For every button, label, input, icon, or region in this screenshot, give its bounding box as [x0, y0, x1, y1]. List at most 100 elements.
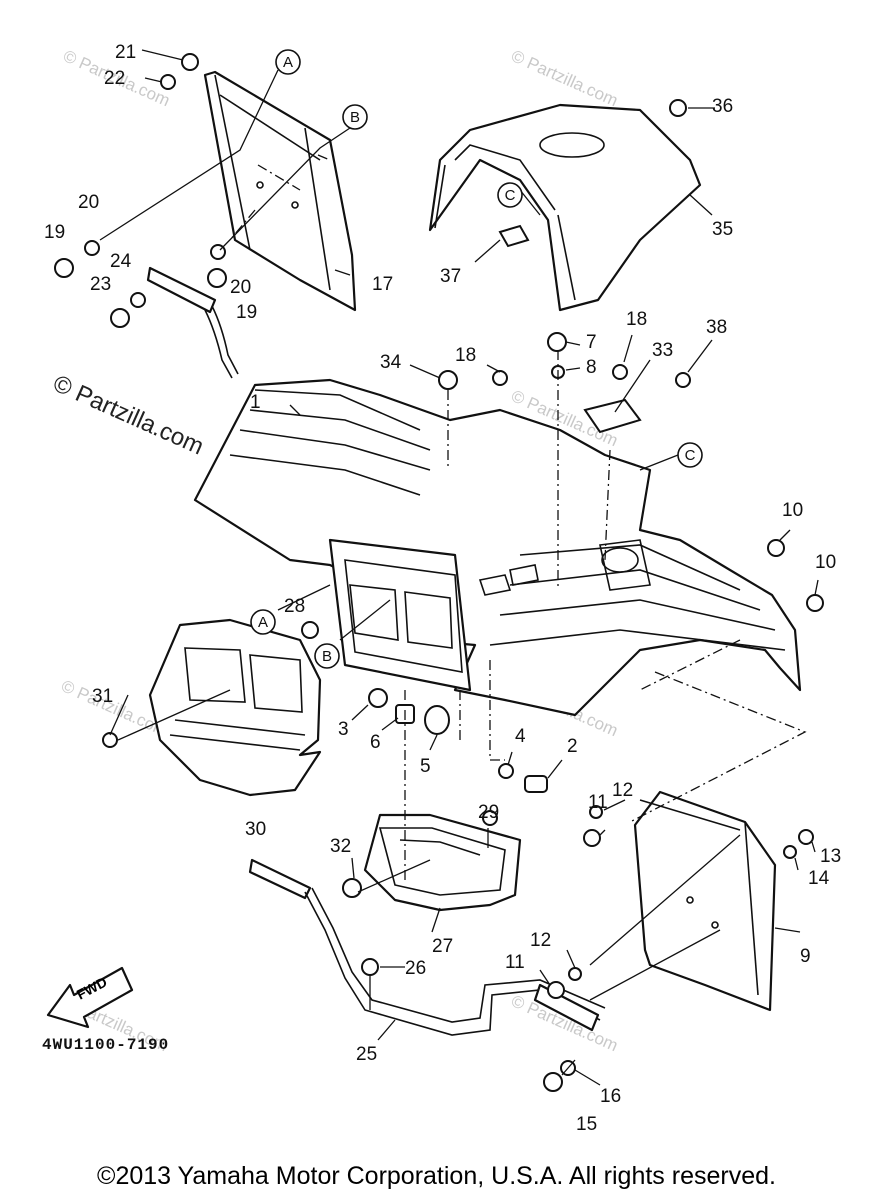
part-11-nut	[583, 829, 601, 847]
part-3-nut	[368, 688, 388, 708]
part-label: 21	[115, 42, 136, 63]
part-29-bolt	[482, 810, 498, 826]
part-35-top-cover	[428, 103, 702, 312]
part-10-bolt	[767, 539, 785, 557]
part-38-screw	[675, 372, 691, 388]
part-13-bolt	[798, 829, 814, 845]
part-label: 19	[236, 302, 257, 323]
hardware	[54, 53, 824, 1092]
part-28-nut	[301, 621, 319, 639]
part-label: 18	[626, 309, 647, 330]
part-5-grommet	[424, 705, 450, 735]
part-label: 6	[370, 732, 381, 753]
front-stay-left	[146, 266, 239, 379]
part-label: 17	[372, 274, 393, 295]
part-4-washer	[498, 763, 514, 779]
svg-text:A: A	[283, 54, 293, 71]
part-24-washer	[130, 292, 146, 308]
part-19-nut	[54, 258, 74, 278]
part-label: 33	[652, 340, 673, 361]
part-label: 29	[478, 802, 499, 823]
assembly-lines	[229, 154, 807, 880]
fwd-arrow: FWD	[46, 966, 134, 1029]
part-label: 15	[576, 1114, 597, 1135]
part-label: 12	[612, 780, 633, 801]
part-label: 27	[432, 936, 453, 957]
part-18-bolt	[492, 370, 508, 386]
part-32-nut	[342, 878, 362, 898]
part-label: 1	[250, 392, 261, 413]
reference-markers: A B C A B C	[250, 49, 703, 669]
copyright-notice: ©2013 Yamaha Motor Corporation, U.S.A. A…	[97, 1162, 776, 1190]
part-1-front-fender	[193, 378, 802, 717]
part-12-washer	[589, 805, 603, 819]
part-label: 26	[405, 958, 426, 979]
part-27-lower-cover	[363, 813, 522, 912]
part-36-screw	[669, 99, 687, 117]
part-label: 34	[380, 352, 402, 373]
ref-marker-b: B	[314, 643, 340, 669]
part-label: 16	[600, 1086, 621, 1107]
part-18-bolt	[612, 364, 628, 380]
part-label: 9	[800, 946, 811, 967]
ref-marker-c: C	[497, 182, 523, 208]
part-label: 18	[455, 345, 476, 366]
part-9-right-mudguard	[633, 790, 777, 1012]
part-label: 28	[284, 596, 305, 617]
part-2-bolt	[524, 775, 548, 793]
part-label: 11	[588, 792, 608, 813]
part-label: 20	[78, 192, 99, 213]
part-22-washer	[160, 74, 176, 90]
part-label: 10	[815, 552, 836, 573]
part-21-bolt	[181, 53, 199, 71]
part-label: 4	[515, 726, 526, 747]
svg-text:A: A	[258, 614, 268, 631]
part-34-cap	[438, 370, 458, 390]
leader-lines	[99, 49, 819, 1086]
ref-marker-a: A	[250, 609, 276, 635]
part-label: 31	[92, 686, 113, 707]
part-19-nut	[207, 268, 227, 288]
part-23-nut	[110, 308, 130, 328]
part-label: 32	[330, 836, 351, 857]
part-7-bolt	[547, 332, 567, 352]
part-37-clip	[498, 224, 530, 248]
part-label: 23	[90, 274, 111, 295]
part-label: 19	[44, 222, 65, 243]
svg-text:C: C	[685, 447, 696, 464]
part-label: 8	[586, 357, 597, 378]
watermark-faint: © Partzilla.com	[508, 46, 620, 110]
part-number-labels: 21 22 20 19 24 23 20 19 17 36 35 37 7 8 …	[44, 42, 841, 1135]
drawing-code: 4WU1100-7190	[42, 1036, 170, 1054]
part-label: 22	[104, 68, 125, 89]
part-label: 11	[505, 952, 525, 973]
part-11-nut	[547, 981, 565, 999]
part-label: 38	[706, 317, 727, 338]
part-label: 13	[820, 846, 841, 867]
part-31-screw	[102, 732, 118, 748]
part-label: 20	[230, 277, 251, 298]
part-15-nut	[543, 1072, 563, 1092]
part-10-bolt	[806, 594, 824, 612]
part-14-washer	[783, 845, 797, 859]
part-label: 14	[808, 868, 830, 889]
ref-marker-b: B	[342, 104, 368, 130]
part-label: 25	[356, 1044, 377, 1065]
part-17-left-mudguard	[203, 70, 357, 312]
part-label: 7	[586, 332, 597, 353]
part-label: 24	[110, 251, 132, 272]
svg-text:B: B	[350, 109, 360, 126]
part-label: 30	[245, 819, 266, 840]
part-label: 12	[530, 930, 551, 951]
part-12-washer	[568, 967, 582, 981]
part-label: 35	[712, 219, 733, 240]
ref-marker-c: C	[677, 442, 703, 468]
part-label: 10	[782, 500, 803, 521]
part-label: 3	[338, 719, 349, 740]
part-33-pad	[583, 398, 642, 434]
part-26-bolt	[361, 958, 379, 976]
svg-text:B: B	[322, 648, 332, 665]
part-label: 36	[712, 96, 733, 117]
part-label: 5	[420, 756, 431, 777]
